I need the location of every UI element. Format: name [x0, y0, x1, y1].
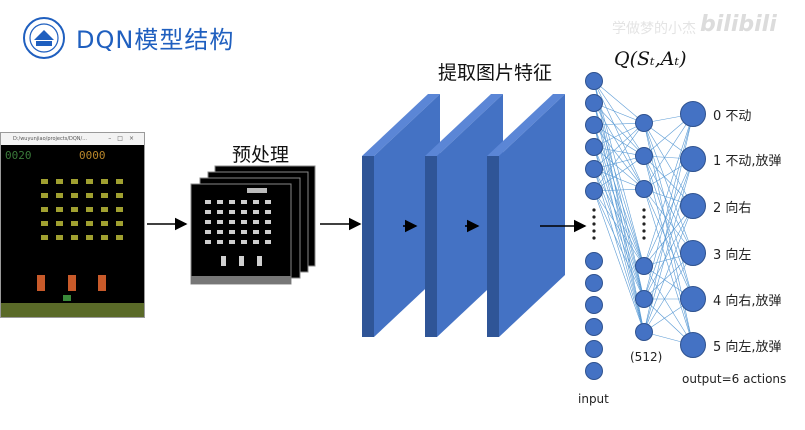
ellipsis-dot — [642, 229, 646, 233]
preprocessed-frames — [190, 165, 316, 285]
conv-layer-3 — [487, 94, 565, 337]
hidden-node — [635, 257, 653, 275]
action-label-1: 1 不动,放弹 — [713, 154, 782, 169]
connection-hidden-output — [643, 122, 694, 254]
input-node — [585, 182, 603, 200]
svg-text:0000: 0000 — [79, 149, 106, 162]
connection-hidden-output — [643, 158, 694, 267]
input-node — [585, 138, 603, 156]
connection-hidden-output — [643, 188, 694, 254]
output-node — [680, 193, 706, 219]
action-label-3: 3 向左 — [713, 248, 752, 263]
input-node — [585, 252, 603, 270]
input-node — [585, 340, 603, 358]
conv-layer-2 — [425, 94, 503, 337]
slide-title: DQN模型结构 — [76, 26, 235, 54]
input-layer-label: input — [578, 392, 609, 406]
connection-hidden-output — [643, 155, 694, 254]
connection-input-hidden — [593, 190, 645, 333]
connection-hidden-output — [643, 113, 694, 190]
input-node — [585, 318, 603, 336]
input-node — [585, 160, 603, 178]
ellipsis-dot — [642, 222, 646, 226]
action-label-2: 2 向右 — [713, 201, 752, 216]
connection-hidden-output — [643, 252, 694, 333]
connection-hidden-output — [643, 113, 694, 267]
ellipsis-dot — [592, 229, 596, 233]
action-label-5: 5 向左,放弹 — [713, 340, 782, 355]
university-logo — [23, 17, 65, 59]
preprocess-label: 预处理 — [232, 144, 290, 166]
connection-hidden-output — [643, 205, 694, 333]
watermark: 学做梦的小杰 — [612, 21, 696, 37]
output-node — [680, 101, 706, 127]
game-scene: 0020 0000 — [1, 149, 144, 317]
output-node — [680, 286, 706, 312]
hidden-node — [635, 180, 653, 198]
input-node — [585, 116, 603, 134]
bilibili-logo: bilibili — [700, 12, 777, 37]
conv-layer-1 — [362, 94, 440, 337]
hidden-node — [635, 114, 653, 132]
output-node — [680, 332, 706, 358]
connection-input-hidden — [593, 146, 645, 190]
game-window-titlebar: D:/wuyunjiao/projects/DQN/... — [1, 133, 144, 145]
game-screenshot: D:/wuyunjiao/projects/DQN/... –□× 0020 0… — [0, 132, 145, 318]
feature-extraction-label: 提取图片特征 — [438, 62, 553, 84]
connection-input-hidden — [593, 190, 645, 300]
hidden-size-label: (512) — [630, 350, 663, 364]
connection-hidden-output — [643, 265, 694, 346]
ellipsis-dot — [642, 215, 646, 219]
connection-input-hidden — [593, 80, 645, 124]
action-label-4: 4 向右,放弹 — [713, 294, 782, 309]
connection-input-hidden — [593, 155, 645, 192]
ellipsis-dot — [592, 208, 596, 212]
output-label: output=6 actions — [682, 372, 787, 386]
connection-hidden-output — [643, 188, 694, 346]
input-node — [585, 274, 603, 292]
connection-hidden-output — [643, 155, 694, 300]
connection-input-hidden — [593, 190, 645, 267]
output-node — [680, 240, 706, 266]
input-node — [585, 362, 603, 380]
hidden-node — [635, 147, 653, 165]
ellipsis-dot — [592, 236, 596, 240]
connection-input-hidden — [593, 102, 645, 157]
input-node — [585, 72, 603, 90]
q-function-label: Q(Sₜ,Aₜ) — [614, 48, 687, 70]
hidden-node — [635, 323, 653, 341]
connection-input-hidden — [593, 122, 645, 148]
output-node — [680, 146, 706, 172]
svg-text:0020: 0020 — [5, 149, 32, 162]
connection-hidden-output — [643, 188, 694, 300]
input-node — [585, 296, 603, 314]
ellipsis-dot — [592, 222, 596, 226]
frame-3 — [190, 183, 292, 285]
connection-hidden-output — [643, 122, 694, 207]
ellipsis-dot — [642, 236, 646, 240]
connection-input-hidden — [593, 124, 645, 157]
connection-input-hidden — [593, 122, 645, 192]
connection-hidden-output — [643, 205, 694, 300]
ellipsis-dot — [642, 208, 646, 212]
ellipsis-dot — [592, 215, 596, 219]
connection-hidden-output — [643, 158, 694, 333]
hidden-node — [635, 290, 653, 308]
action-label-0: 0 不动 — [713, 109, 752, 124]
connection-input-hidden — [593, 168, 645, 333]
input-node — [585, 94, 603, 112]
connection-input-hidden — [593, 80, 645, 157]
connection-hidden-output — [643, 158, 694, 300]
game-window-controls[interactable]: –□× — [108, 135, 140, 142]
connection-input-hidden — [593, 122, 645, 170]
